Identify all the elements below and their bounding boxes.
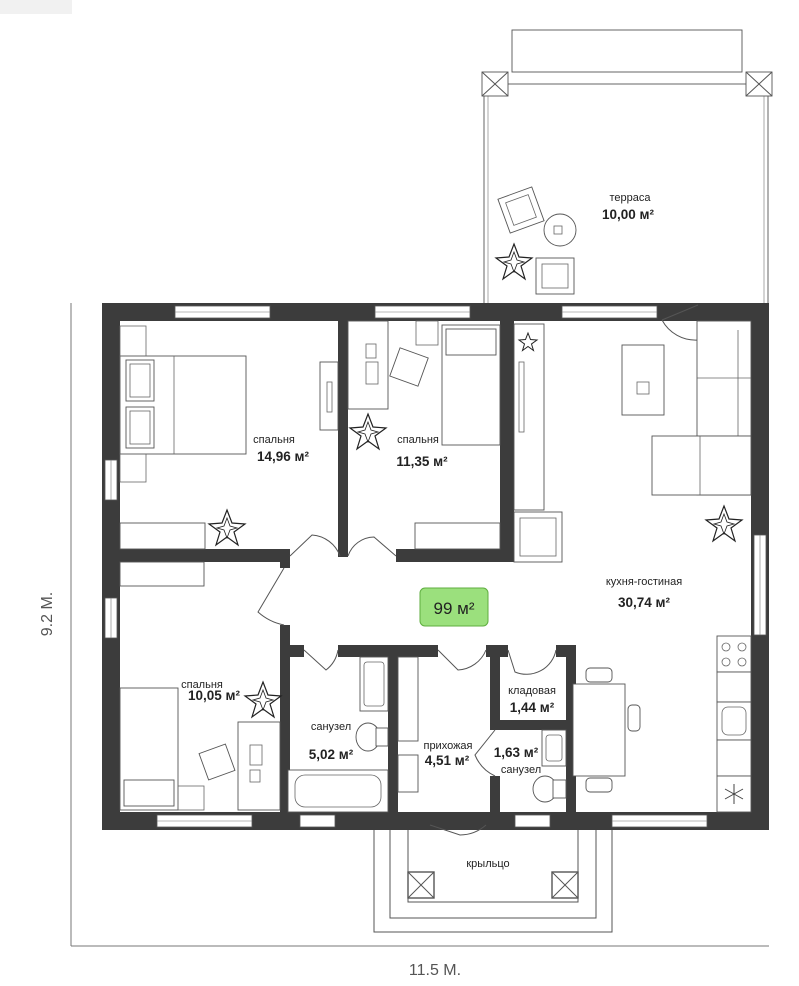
room-area-hall: 4,51 м² bbox=[425, 753, 470, 768]
living-furniture bbox=[513, 320, 752, 813]
room-area-bedroom3: 10,05 м² bbox=[188, 688, 241, 703]
interior-walls bbox=[120, 321, 576, 812]
plant-icon bbox=[348, 412, 388, 451]
plant-icon bbox=[704, 504, 744, 543]
plant-icon bbox=[517, 331, 539, 352]
bedroom2-furniture bbox=[347, 320, 545, 550]
room-area-bedroom2: 11,35 м² bbox=[396, 454, 448, 469]
room-name-terrace: терраса bbox=[609, 192, 651, 204]
porch-structure bbox=[373, 830, 613, 933]
plant-icon bbox=[243, 680, 283, 719]
bedroom3-furniture bbox=[119, 561, 281, 811]
bath2-fixtures bbox=[532, 729, 567, 803]
room-name-porch: крыльцо bbox=[466, 858, 509, 870]
room-name-bedroom3: спальня bbox=[181, 679, 223, 691]
total-area-value: 99 м² bbox=[434, 599, 475, 618]
room-area-pantry: 1,44 м² bbox=[510, 700, 555, 715]
total-area-badge: 99 м² bbox=[419, 587, 489, 627]
bath1-fixtures bbox=[287, 656, 389, 813]
terrace-structure bbox=[481, 29, 773, 303]
terrace-column-left bbox=[481, 71, 509, 97]
room-name-bedroom1: спальня bbox=[253, 434, 295, 446]
room-area-terrace: 10,00 м² bbox=[602, 207, 655, 222]
doors bbox=[257, 304, 699, 836]
room-name-hall: прихожая bbox=[423, 740, 472, 752]
plant-icon bbox=[494, 242, 534, 281]
room-name-pantry: кладовая bbox=[508, 685, 556, 697]
room-area-bath2: 1,63 м² bbox=[494, 745, 539, 760]
room-labels: терраса 10,00 м² спальня 14,96 м² спальн… bbox=[181, 192, 682, 870]
room-name-bath2: санузел bbox=[501, 764, 541, 776]
corner-tab bbox=[0, 0, 72, 14]
room-name-bedroom2: спальня bbox=[397, 434, 439, 446]
room-name-bath1: санузел bbox=[311, 721, 351, 733]
room-area-bath1: 5,02 м² bbox=[309, 747, 354, 762]
bedroom1-furniture bbox=[119, 325, 339, 550]
height-dimension: 9.2 М. bbox=[39, 592, 56, 636]
room-area-living: 30,74 м² bbox=[618, 595, 671, 610]
room-area-bedroom1: 14,96 м² bbox=[257, 449, 310, 464]
terrace-column-right bbox=[745, 71, 773, 97]
plant-icon bbox=[207, 508, 247, 547]
hall-furniture bbox=[397, 656, 419, 793]
terrace-furniture bbox=[497, 186, 577, 295]
room-name-living: кухня-гостиная bbox=[606, 576, 682, 588]
width-dimension: 11.5 М. bbox=[409, 962, 461, 979]
dimension-lines bbox=[70, 303, 769, 947]
windows bbox=[104, 305, 767, 828]
